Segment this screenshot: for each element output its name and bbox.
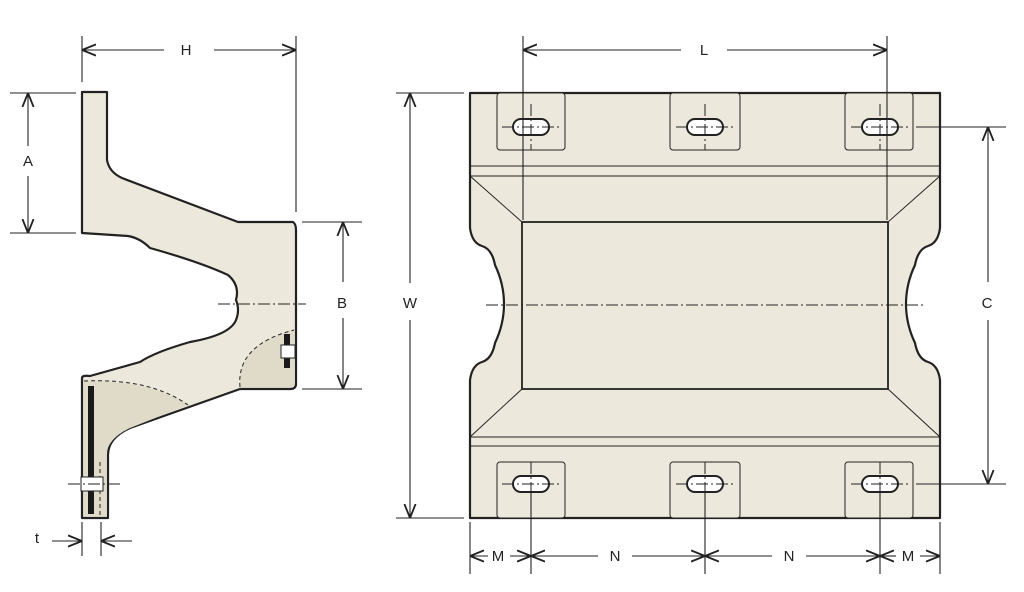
dim-A-label: A [23, 153, 33, 170]
dim-M-left-label: M [492, 548, 505, 565]
dim-N-left-label: N [610, 548, 621, 565]
side-mount-dashed-right [239, 329, 295, 388]
side-mount-shade-right [239, 330, 294, 387]
side-view: H A B t [10, 36, 362, 556]
dim-B-label: B [337, 295, 347, 312]
side-mount-dashed-lower [83, 380, 189, 406]
dim-M-right-label: M [902, 548, 915, 565]
dim-W-label: W [403, 295, 418, 312]
front-view: L W C M N N M [396, 36, 1006, 574]
side-plate-bar [88, 386, 94, 514]
dim-L-label: L [700, 42, 708, 59]
side-profile [80, 90, 298, 520]
dim-C-label: C [982, 295, 993, 312]
dim-t-label: t [35, 530, 40, 547]
side-mount-shade-lower [84, 380, 188, 516]
slot-centerlines [502, 104, 911, 508]
dim-N-right-label: N [784, 548, 795, 565]
front-outline [468, 91, 942, 520]
side-bolt-right [280, 344, 296, 359]
dim-H-label: H [181, 42, 192, 59]
